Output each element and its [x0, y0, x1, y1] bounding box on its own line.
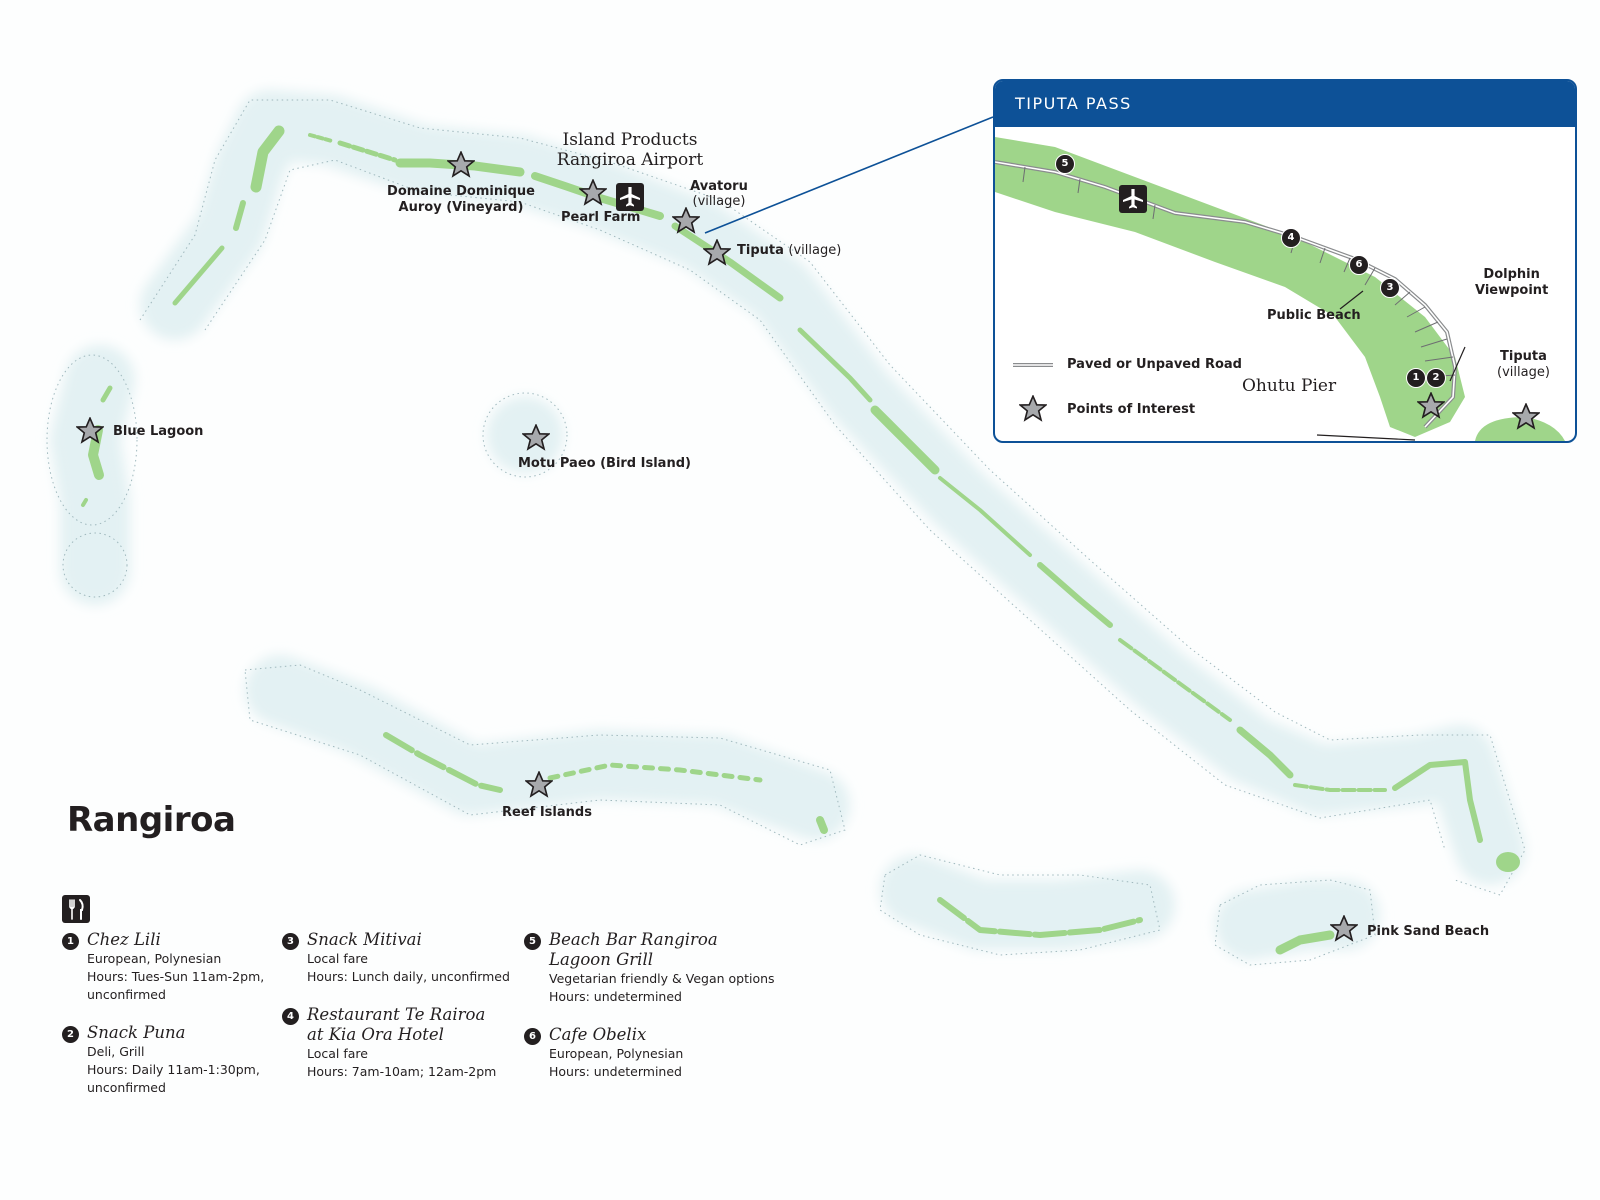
- label-domaine: Domaine Dominique Auroy (Vineyard): [387, 184, 535, 216]
- restaurant-detail: Vegetarian friendly & Vegan options: [549, 971, 775, 986]
- restaurant-detail: European, Polynesian: [549, 1046, 684, 1061]
- restaurant-detail: Hours: undetermined: [549, 989, 682, 1004]
- inset-pin[interactable]: 6: [1349, 255, 1369, 275]
- inset-airport-icon[interactable]: [1119, 185, 1147, 213]
- restaurant-detail: Hours: 7am-10am; 12am-2pm: [307, 1064, 497, 1079]
- restaurant-number-badge: 5: [524, 933, 541, 950]
- restaurant-number-badge: 4: [282, 1008, 299, 1025]
- restaurant-detail: unconfirmed: [87, 987, 166, 1002]
- label-inset-tiputa-name: Tiputa: [1500, 349, 1547, 364]
- label-domaine-line2: Auroy (Vineyard): [398, 200, 524, 215]
- airport-icon[interactable]: [616, 183, 644, 211]
- restaurant-number-badge: 2: [62, 1026, 79, 1043]
- label-domaine-line1: Domaine Dominique: [387, 184, 535, 199]
- label-tiputa: Tiputa (village): [737, 243, 841, 259]
- restaurant-name: Lagoon Grill: [549, 950, 653, 969]
- restaurant-icon: [62, 895, 90, 923]
- restaurant-detail: Local fare: [307, 951, 368, 966]
- label-motu-paeo: Motu Paeo (Bird Island): [518, 456, 691, 471]
- label-tiputa-name: Tiputa: [737, 243, 784, 258]
- restaurant-detail: Hours: undetermined: [549, 1064, 682, 1079]
- inset-leader-line: [704, 116, 994, 234]
- restaurant-detail: Hours: Tues-Sun 11am-2pm,: [87, 969, 265, 984]
- reef-dotted-edge: [46, 99, 1526, 966]
- label-blue-lagoon: Blue Lagoon: [113, 424, 204, 439]
- label-avatoru-sub: (village): [692, 194, 746, 209]
- inset-land: [995, 137, 1465, 437]
- inset-pin[interactable]: 1: [1406, 368, 1426, 388]
- restaurant-name: at Kia Ora Hotel: [307, 1025, 444, 1044]
- restaurant-number-badge: 3: [282, 933, 299, 950]
- label-inset-tiputa-sub: (village): [1497, 365, 1550, 380]
- label-rangiroa-airport: Rangiroa Airport: [556, 150, 704, 170]
- restaurant-detail: European, Polynesian: [87, 951, 222, 966]
- restaurant-entry-6[interactable]: 6 Cafe Obelix European, Polynesian Hours…: [524, 1025, 764, 1081]
- label-reef-islands: Reef Islands: [502, 805, 592, 820]
- restaurant-entry-2[interactable]: 2 Snack Puna Deli, Grill Hours: Daily 11…: [62, 1023, 282, 1097]
- tiputa-pass-inset: TIPUTA PASS: [993, 79, 1577, 443]
- label-inset-tiputa: Tiputa (village): [1497, 349, 1550, 381]
- restaurant-name: Restaurant Te Rairoa: [307, 1005, 486, 1024]
- restaurant-detail: Hours: Lunch daily, unconfirmed: [307, 969, 510, 984]
- restaurant-number-badge: 6: [524, 1028, 541, 1045]
- inset-pin[interactable]: 4: [1281, 228, 1301, 248]
- label-avatoru: Avatoru (village): [690, 179, 748, 209]
- inset-title: TIPUTA PASS: [995, 81, 1575, 127]
- label-dolphin-line1: Dolphin: [1483, 267, 1540, 282]
- restaurant-detail: Local fare: [307, 1046, 368, 1061]
- label-public-beach: Public Beach: [1267, 308, 1361, 323]
- legend-road-label: Paved or Unpaved Road: [1067, 357, 1242, 372]
- restaurant-detail: Hours: Daily 11am-1:30pm,: [87, 1062, 260, 1077]
- inset-pin[interactable]: 3: [1380, 278, 1400, 298]
- label-dolphin-line2: Viewpoint: [1475, 283, 1549, 298]
- restaurant-name: Snack Mitivai: [307, 930, 422, 949]
- inset-pin[interactable]: 5: [1055, 154, 1075, 174]
- restaurant-entry-5[interactable]: 5 Beach Bar Rangiroa Lagoon Grill Vegeta…: [524, 930, 784, 1006]
- restaurant-entry-3[interactable]: 3 Snack Mitivai Local fare Hours: Lunch …: [282, 930, 512, 986]
- label-avatoru-name: Avatoru: [690, 179, 748, 194]
- restaurant-detail: unconfirmed: [87, 1080, 166, 1095]
- label-pink-sand-beach: Pink Sand Beach: [1367, 924, 1490, 939]
- restaurant-entry-4[interactable]: 4 Restaurant Te Rairoa at Kia Ora Hotel …: [282, 1005, 512, 1081]
- inset-tiputa-island: [1475, 417, 1565, 441]
- restaurant-entry-1[interactable]: 1 Chez Lili European, Polynesian Hours: …: [62, 930, 282, 1004]
- label-island-products: Island Products: [562, 130, 698, 150]
- label-tiputa-sub: (village): [788, 243, 842, 258]
- legend-poi-label: Points of Interest: [1067, 402, 1196, 417]
- public-beach-leader: [1339, 290, 1364, 310]
- inset-legend: [1013, 363, 1053, 421]
- restaurant-number-badge: 1: [62, 933, 79, 950]
- ohutu-pier-leader: [1316, 434, 1416, 441]
- label-pearl-farm: Pearl Farm: [561, 210, 641, 225]
- map-title: Rangiroa: [67, 800, 236, 840]
- restaurant-detail: Deli, Grill: [87, 1044, 145, 1059]
- restaurant-name: Cafe Obelix: [549, 1025, 647, 1044]
- restaurant-name: Chez Lili: [87, 930, 161, 949]
- restaurant-name: Snack Puna: [87, 1023, 186, 1042]
- inset-pin[interactable]: 2: [1426, 368, 1446, 388]
- label-dolphin-viewpoint: Dolphin Viewpoint: [1475, 267, 1548, 299]
- dolphin-viewpoint-leader: [1449, 346, 1466, 382]
- label-ohutu-pier: Ohutu Pier: [1242, 376, 1337, 396]
- restaurant-name: Beach Bar Rangiroa: [549, 930, 718, 949]
- legend-star-icon: [1019, 395, 1047, 421]
